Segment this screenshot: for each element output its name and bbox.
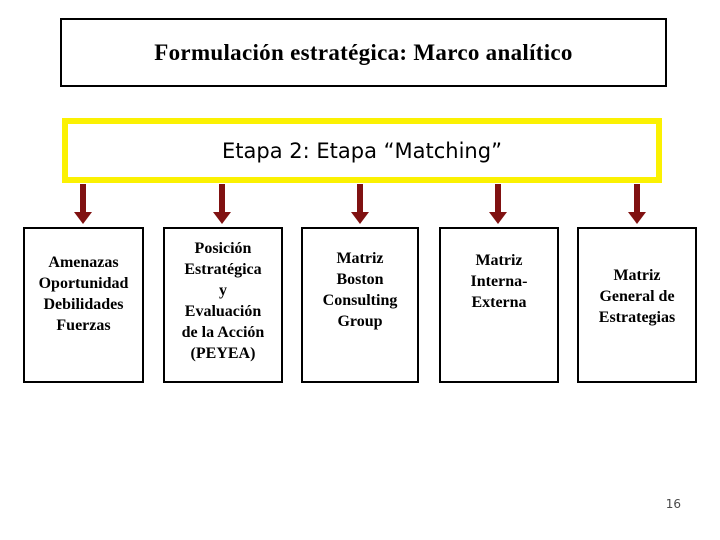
- page-number: 16: [665, 497, 681, 511]
- box-line: de la Acción: [181, 324, 265, 341]
- box-line: y: [219, 282, 227, 299]
- stage-banner: Etapa 2: Etapa “Matching”: [62, 118, 662, 183]
- down-arrow: [213, 184, 231, 224]
- arrow-shaft: [219, 184, 225, 212]
- down-arrow: [74, 184, 92, 224]
- box-line: Evaluación: [184, 303, 262, 320]
- box-bcg: Matriz Boston Consulting Group: [301, 227, 419, 383]
- box-line: Estratégica: [184, 261, 262, 278]
- title-box: Formulación estratégica: Marco analítico: [60, 18, 667, 87]
- down-arrow: [351, 184, 369, 224]
- box-line: Matriz: [613, 267, 661, 284]
- box-line: Matriz: [336, 250, 384, 267]
- box-line: Consulting: [322, 292, 398, 309]
- box-general-estrategias: Matriz General de Estrategias: [577, 227, 697, 383]
- arrow-head-icon: [351, 212, 369, 224]
- box-line: Interna-: [470, 273, 528, 290]
- box-line: Amenazas: [48, 254, 119, 271]
- box-line: Externa: [471, 294, 527, 311]
- box-line: (PEYEA): [190, 345, 256, 362]
- box-line: Group: [337, 313, 383, 330]
- down-arrow: [628, 184, 646, 224]
- box-line: Posición: [194, 240, 252, 257]
- box-swot: Amenazas Oportunidad Debilidades Fuerzas: [23, 227, 144, 383]
- box-line: Debilidades: [43, 296, 124, 313]
- box-line: Boston: [336, 271, 384, 288]
- box-line: Estrategias: [598, 309, 676, 326]
- box-line: Matriz: [475, 252, 523, 269]
- arrow-shaft: [495, 184, 501, 212]
- box-line: General de: [599, 288, 675, 305]
- stage-banner-label: Etapa 2: Etapa “Matching”: [222, 138, 502, 163]
- arrow-head-icon: [74, 212, 92, 224]
- arrow-head-icon: [628, 212, 646, 224]
- box-peyea: Posición Estratégica y Evaluación de la …: [163, 227, 283, 383]
- arrow-shaft: [80, 184, 86, 212]
- arrow-shaft: [357, 184, 363, 212]
- arrow-head-icon: [213, 212, 231, 224]
- arrow-head-icon: [489, 212, 507, 224]
- down-arrow: [489, 184, 507, 224]
- box-line: Oportunidad: [38, 275, 129, 292]
- box-line: Fuerzas: [56, 317, 111, 334]
- box-interna-externa: Matriz Interna- Externa: [439, 227, 559, 383]
- slide-title: Formulación estratégica: Marco analítico: [154, 39, 573, 65]
- arrow-shaft: [634, 184, 640, 212]
